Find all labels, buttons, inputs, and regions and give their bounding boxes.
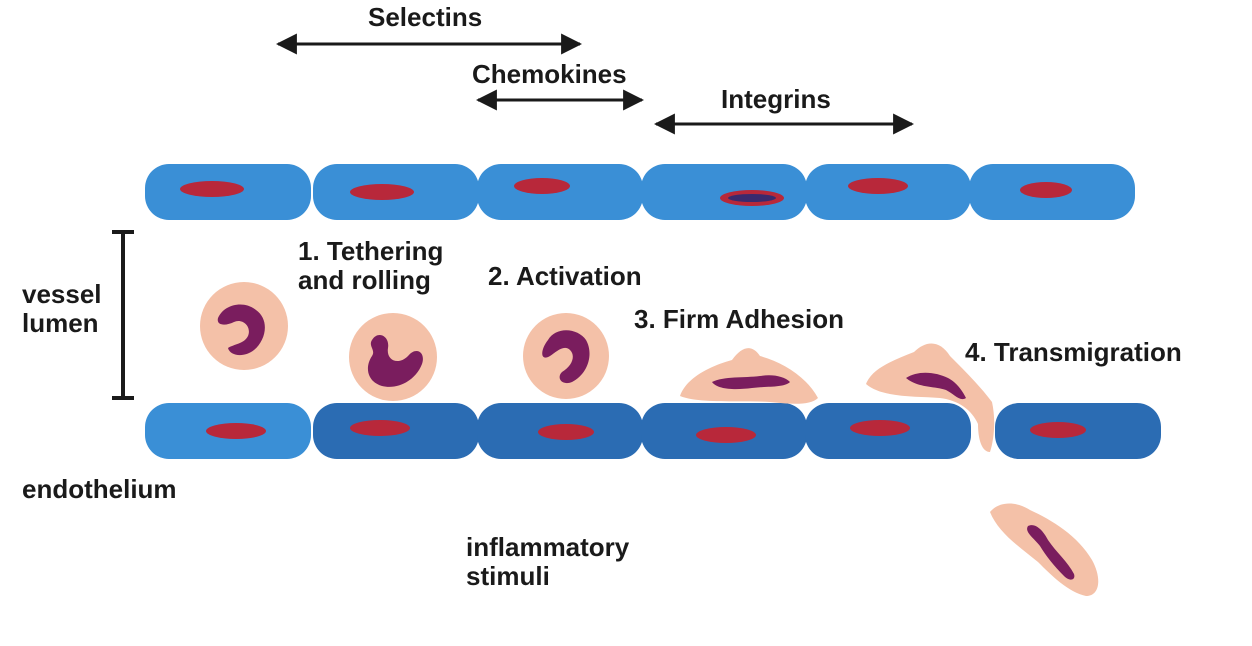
cell-nucleus [1020, 182, 1072, 198]
cell-nucleus [350, 420, 410, 436]
cell-nucleus [1030, 422, 1086, 438]
leukocyte-adhered [680, 348, 818, 404]
vessel-lumen-label: vessel lumen [22, 280, 102, 337]
selectins-label: Selectins [368, 2, 483, 32]
vessel-label: vessel [22, 279, 102, 309]
step-tethering-line1: 1. Tethering [298, 236, 444, 266]
step-tethering-line2: and rolling [298, 264, 431, 295]
step-tethering-label: 1. Tethering and rolling [298, 237, 443, 294]
cell-nucleus [850, 420, 910, 436]
step-transmigration-label: 4. Transmigration [965, 337, 1182, 367]
bottom-endothelium [145, 403, 1161, 459]
vessel-lumen-bracket [112, 230, 134, 400]
leukocyte-rolling [349, 313, 437, 401]
cell-nucleus [180, 181, 244, 197]
cell-nucleus-center [728, 194, 776, 202]
lumen-label: lumen [22, 307, 99, 338]
cell-nucleus [206, 423, 266, 439]
chemokines-label: Chemokines [472, 59, 627, 89]
step-adhesion-label: 3. Firm Adhesion [634, 304, 844, 334]
leukocyte-transmigrating [866, 343, 995, 452]
inflammatory-stimuli-label: inflammatory stimuli [466, 533, 629, 590]
cell-nucleus [696, 427, 756, 443]
top-endothelium [145, 164, 1135, 220]
leukocyte-free [200, 282, 288, 370]
stimuli-label: stimuli [466, 560, 550, 591]
cell-nucleus [848, 178, 908, 194]
cell-nucleus [538, 424, 594, 440]
integrins-label: Integrins [721, 84, 831, 114]
cell-nucleus [514, 178, 570, 194]
endothelial-cell [641, 164, 807, 220]
inflammatory-label: inflammatory [466, 532, 630, 562]
leukocyte-migrated [990, 503, 1099, 596]
endothelium-label: endothelium [22, 474, 177, 504]
cell-nucleus [350, 184, 414, 200]
step-activation-label: 2. Activation [488, 261, 642, 291]
leukocyte-activated [523, 313, 609, 399]
